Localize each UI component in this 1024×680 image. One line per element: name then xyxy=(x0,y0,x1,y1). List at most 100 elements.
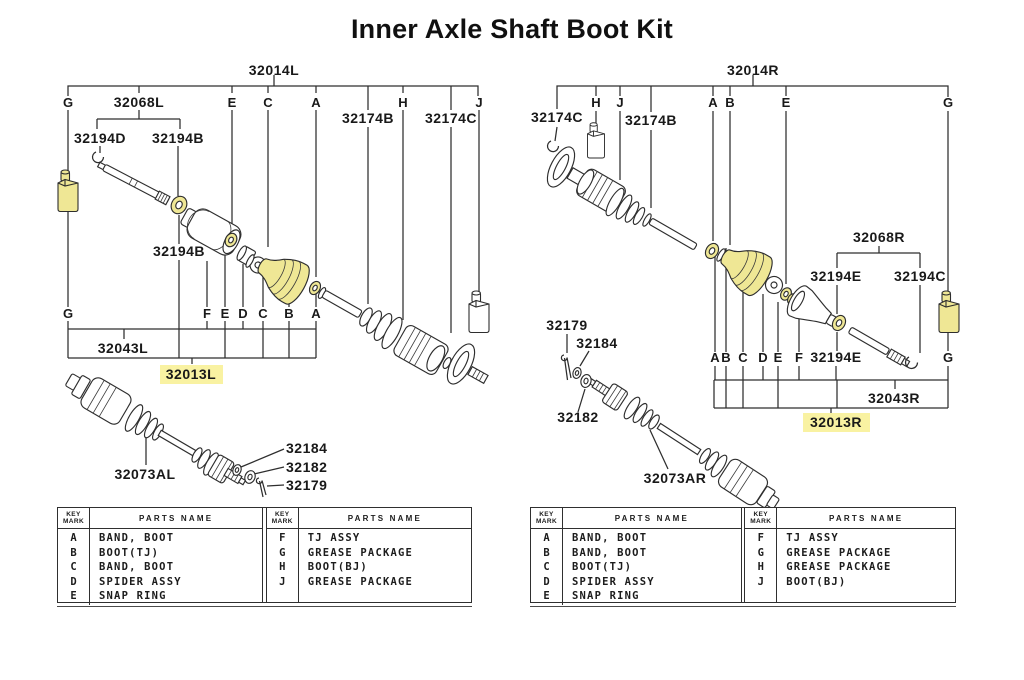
part-name: SNAP RING xyxy=(99,590,167,603)
parts-name-column: BAND, BOOT BOOT(TJ) BAND, BOOT SPIDER AS… xyxy=(90,529,262,605)
key-mark: A xyxy=(543,532,550,544)
part-number-label[interactable]: 32013R xyxy=(810,414,862,430)
key-mark-label: B xyxy=(721,350,730,365)
key-mark: B xyxy=(543,546,550,559)
key-mark-label: A xyxy=(311,95,321,110)
part-number-label: 32014R xyxy=(727,62,779,78)
key-mark: E xyxy=(543,590,550,603)
parts-name-column: TJ ASSY GREASE PACKAGE BOOT(BJ) GREASE P… xyxy=(299,529,471,602)
key-mark-label: D xyxy=(758,350,767,365)
part-name: GREASE PACKAGE xyxy=(786,546,892,559)
highlighted-part-number-32013R[interactable]: 32013R xyxy=(803,413,870,432)
grease-package-bottle xyxy=(587,122,605,159)
circlip-32194B xyxy=(170,195,188,215)
snap-ring-hook xyxy=(904,356,919,370)
right-axle-exploded-drawing xyxy=(546,140,919,370)
right-lower-axle-drawing xyxy=(587,378,780,510)
key-mark: B xyxy=(70,546,77,559)
part-number-label[interactable]: 32013L xyxy=(166,366,216,382)
part-name: GREASE PACKAGE xyxy=(307,575,414,588)
key-mark-label: F xyxy=(203,306,211,321)
part-number-label: 32194D xyxy=(74,130,126,146)
snap-ring-hook xyxy=(546,140,560,153)
part-name: BAND, BOOT xyxy=(572,546,648,559)
part-number-label: 32179 xyxy=(546,317,587,333)
part-name: SNAP RING xyxy=(572,590,640,603)
bj-boot-bellows xyxy=(359,307,403,350)
grease-package-bottle xyxy=(468,290,490,334)
part-number-label: 32179 xyxy=(286,477,327,493)
part-number-label: 32068R xyxy=(853,229,905,245)
part-number-label: 32014L xyxy=(249,62,299,78)
part-name: BOOT(BJ) xyxy=(307,561,368,574)
part-number-label: 32184 xyxy=(576,335,617,351)
part-number-label: 32194E xyxy=(810,268,861,284)
key-mark-label: E xyxy=(228,95,237,110)
left-callout-lines xyxy=(67,75,480,487)
part-number-label: 32194B xyxy=(153,243,205,259)
key-mark-label: A xyxy=(708,95,718,110)
parts-name-header: PARTS NAME xyxy=(298,508,471,529)
key-mark-label: C xyxy=(738,350,748,365)
key-mark: C xyxy=(70,561,77,574)
key-mark-label: G xyxy=(943,95,953,110)
part-number-label: 32068L xyxy=(114,94,164,110)
part-name: BAND, BOOT xyxy=(572,532,648,544)
right-fasteners xyxy=(560,354,592,388)
key-mark: G xyxy=(279,546,286,559)
parts-name-column: BAND, BOOT BAND, BOOT BOOT(TJ) SPIDER AS… xyxy=(563,529,741,605)
part-name: BOOT(TJ) xyxy=(99,546,160,559)
key-mark-label: J xyxy=(616,95,623,110)
key-mark: H xyxy=(757,561,764,574)
key-mark-label: E xyxy=(782,95,791,110)
key-mark: C xyxy=(543,561,550,574)
part-name: SPIDER ASSY xyxy=(99,575,182,588)
part-number-label: 32194E xyxy=(810,349,861,365)
part-number-label: 32194B xyxy=(152,130,204,146)
left-lower-axle-drawing xyxy=(65,373,247,486)
key-mark-label: D xyxy=(238,306,247,321)
key-mark-label: C xyxy=(263,95,273,110)
part-number-label: 32182 xyxy=(286,459,327,475)
table-bottom-rule xyxy=(530,606,956,607)
snap-ring-hook xyxy=(91,151,105,164)
left-axle-diagram: 32014L G 32068L E C A 32174B H 32174C J … xyxy=(57,62,490,498)
key-mark: F xyxy=(757,532,764,544)
part-number-label: 32043R xyxy=(868,390,920,406)
bj-dish-ring xyxy=(546,146,576,188)
part-name: GREASE PACKAGE xyxy=(786,561,892,574)
part-name: SPIDER ASSY xyxy=(572,575,655,588)
tj-boot xyxy=(720,249,773,297)
part-number-label: 32174B xyxy=(625,112,677,128)
table-bottom-rule xyxy=(57,606,472,607)
key-mark: A xyxy=(70,532,77,544)
key-mark-label: B xyxy=(725,95,734,110)
part-number-label: 32184 xyxy=(286,440,327,456)
key-mark-label: A xyxy=(710,350,720,365)
key-mark-label: E xyxy=(774,350,783,365)
boot-ring xyxy=(308,280,322,296)
snap-ring xyxy=(224,232,238,248)
part-number-label: 32182 xyxy=(557,409,598,425)
joint-cap xyxy=(236,245,256,266)
bj-dish-ring xyxy=(446,343,476,385)
circlip-32194E xyxy=(704,242,720,260)
bj-boot-bellows xyxy=(605,187,646,225)
spider-assy xyxy=(764,275,784,295)
key-mark-label: H xyxy=(398,95,407,110)
page-title: Inner Axle Shaft Boot Kit xyxy=(350,14,673,44)
key-mark: H xyxy=(279,561,286,574)
tj-housing xyxy=(786,285,838,327)
left-fasteners xyxy=(232,464,267,498)
key-mark-label: G xyxy=(63,95,73,110)
highlighted-part-number-32013L[interactable]: 32013L xyxy=(160,365,223,384)
key-mark: F xyxy=(279,532,286,544)
key-mark: E xyxy=(70,590,77,603)
cotter-pin xyxy=(255,477,267,498)
part-number-label: 32073AR xyxy=(644,470,707,486)
